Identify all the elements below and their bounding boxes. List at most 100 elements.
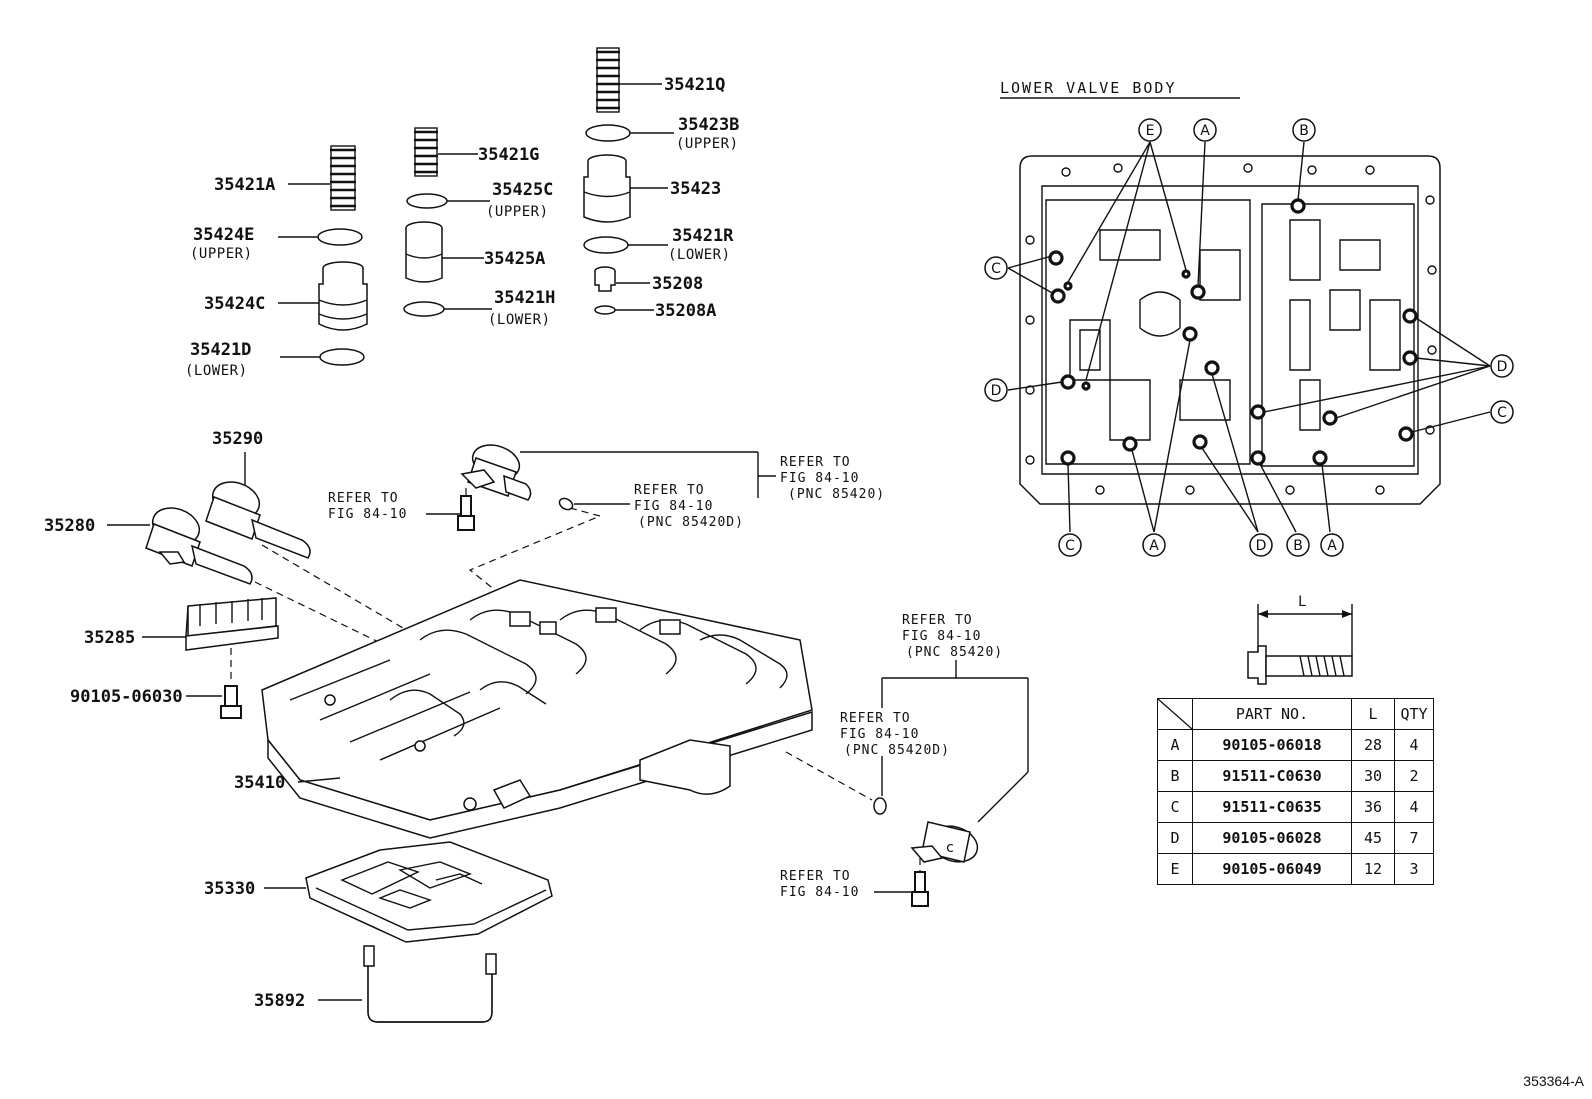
refer-fig-label-6: FIG 84-10: [780, 885, 859, 900]
pipe-35892: [363, 945, 497, 1023]
table-row: B 91511-C0630 30 2: [1157, 760, 1434, 792]
solenoid-35290: [205, 481, 311, 559]
refer-pnc-label-4: (PNC 85420): [906, 645, 1003, 660]
row-length: 36: [1351, 791, 1395, 823]
label-35421g: 35421G: [478, 145, 539, 165]
bolt-top-ref: [457, 495, 475, 531]
lower-valve-body-plate: [1019, 155, 1441, 505]
callout-c-right: C: [1490, 400, 1514, 424]
oring-35425c: [406, 193, 448, 209]
row-qty: 4: [1394, 729, 1434, 761]
row-length: 28: [1351, 729, 1395, 761]
label-35425a: 35425A: [484, 249, 545, 269]
svg-text:C: C: [1497, 405, 1507, 421]
table-row: D 90105-06028 45 7: [1157, 822, 1434, 854]
svg-text:C: C: [1065, 538, 1075, 554]
spring-35421q: [596, 47, 620, 113]
header-qty: QTY: [1394, 698, 1434, 730]
table-row: A 90105-06018 28 4: [1157, 729, 1434, 761]
row-key: C: [1157, 791, 1193, 823]
svg-text:D: D: [991, 383, 1002, 399]
lower-valve-body-title: LOWER VALVE BODY: [1000, 79, 1177, 97]
refer-to-label-2: REFER TO: [780, 455, 851, 470]
refer-pnc-label-5: (PNC 85420D): [844, 743, 950, 758]
label-35424e: 35424E: [193, 225, 254, 245]
label-35421d-note: (LOWER): [185, 363, 248, 379]
label-35423b: 35423B: [678, 115, 739, 135]
callout-b-bottom: B: [1286, 533, 1310, 557]
oring-35421r: [583, 236, 629, 254]
callout-c-bottom: C: [1058, 533, 1082, 557]
plate-35285: [185, 597, 279, 651]
plug-35208: [594, 266, 616, 292]
label-35892: 35892: [254, 991, 305, 1011]
spring-35421g: [414, 127, 438, 177]
refer-pnc-label-2: (PNC 85420): [788, 487, 885, 502]
row-length: 12: [1351, 853, 1395, 885]
svg-text:E: E: [1146, 123, 1155, 139]
bolt-length-figure: L: [1247, 594, 1353, 685]
refer-fig-label-5: FIG 84-10: [840, 727, 919, 742]
row-part-no: 90105-06049: [1192, 853, 1352, 885]
row-part-no: 90105-06018: [1192, 729, 1352, 761]
row-qty: 3: [1394, 853, 1434, 885]
refer-to-label-5: REFER TO: [840, 711, 911, 726]
label-35425c: 35425C: [492, 180, 553, 200]
label-35421d: 35421D: [190, 340, 251, 360]
callout-d-bottom: D: [1249, 533, 1273, 557]
row-key: E: [1157, 853, 1193, 885]
solenoid-35280: [145, 507, 253, 585]
label-35421r-note: (LOWER): [668, 247, 731, 263]
header-length: L: [1351, 698, 1395, 730]
label-35208a: 35208A: [655, 301, 716, 321]
label-35424e-note: (UPPER): [190, 246, 253, 262]
callout-c-left: C: [984, 256, 1008, 280]
strainer-35330: [305, 841, 553, 943]
svg-text:B: B: [1299, 123, 1309, 139]
label-35423: 35423: [670, 179, 721, 199]
label-35421h-note: (LOWER): [488, 312, 551, 328]
label-35280: 35280: [44, 516, 95, 536]
row-key: B: [1157, 760, 1193, 792]
solenoid-top-ref: [460, 444, 532, 501]
header-part-no: PART NO.: [1192, 698, 1352, 730]
label-35423b-note: (UPPER): [676, 136, 739, 152]
row-part-no: 91511-C0635: [1192, 791, 1352, 823]
svg-text:B: B: [1293, 538, 1303, 554]
svg-text:A: A: [1200, 123, 1210, 139]
callout-e-top: E: [1138, 118, 1162, 142]
callout-b-top: B: [1292, 118, 1316, 142]
plug-35425a: [405, 221, 443, 283]
row-qty: 7: [1394, 822, 1434, 854]
refer-pnc-label-3: (PNC 85420D): [638, 515, 744, 530]
callout-a-top: A: [1193, 118, 1217, 142]
oring-bottom-ref: [873, 797, 887, 815]
row-qty: 4: [1394, 791, 1434, 823]
callout-a-bottom-1: A: [1142, 533, 1166, 557]
label-35285: 35285: [84, 628, 135, 648]
label-35421a: 35421A: [214, 175, 275, 195]
table-row: E 90105-06049 12 3: [1157, 853, 1434, 885]
refer-to-label-1: REFER TO: [328, 491, 399, 506]
label-35421q: 35421Q: [664, 75, 725, 95]
label-35425c-note: (UPPER): [486, 204, 549, 220]
oring-35423b: [585, 124, 631, 142]
callout-d-right: D: [1490, 354, 1514, 378]
refer-fig-label-3: FIG 84-10: [634, 499, 713, 514]
label-35330: 35330: [204, 879, 255, 899]
label-35424c: 35424C: [204, 294, 265, 314]
refer-to-label-3: REFER TO: [634, 483, 705, 498]
bolt-bottom-ref: [911, 871, 929, 907]
dimension-l-label: L: [1298, 594, 1306, 610]
row-key: A: [1157, 729, 1193, 761]
table-corner-cell: [1157, 698, 1193, 730]
callout-a-bottom-2: A: [1320, 533, 1344, 557]
oring-35421d: [319, 348, 365, 366]
refer-fig-label-2: FIG 84-10: [780, 471, 859, 486]
label-35421r: 35421R: [672, 226, 734, 246]
label-35421h: 35421H: [494, 288, 555, 308]
svg-text:D: D: [1256, 538, 1267, 554]
row-key: D: [1157, 822, 1193, 854]
refer-to-label-4: REFER TO: [902, 613, 973, 628]
row-length: 45: [1351, 822, 1395, 854]
